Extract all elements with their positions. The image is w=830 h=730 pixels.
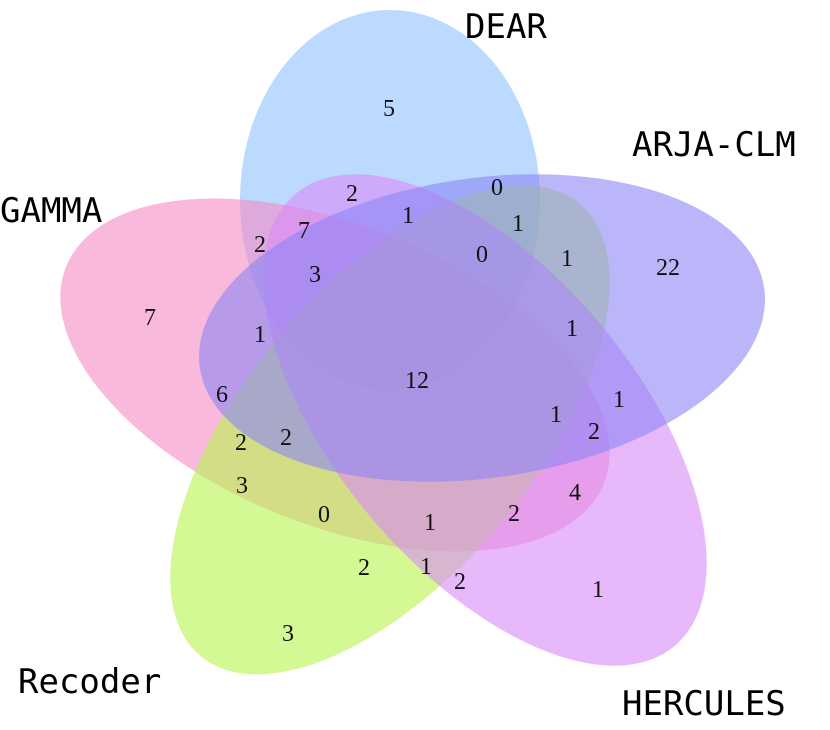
region-count: 2: [508, 501, 520, 527]
region-count: 2: [588, 419, 600, 445]
region-count: 3: [309, 262, 321, 288]
region-count: 2: [280, 425, 292, 451]
region-count: 1: [512, 211, 524, 237]
region-count: 0: [318, 502, 330, 528]
region-count: 1: [566, 316, 578, 342]
set-label-recoder: Recoder: [18, 662, 161, 702]
region-count: 1: [561, 246, 573, 272]
region-count: 2: [254, 232, 266, 258]
region-count: 7: [144, 305, 156, 331]
region-count: 3: [282, 621, 294, 647]
set-label-hercules: HERCULES: [622, 684, 786, 724]
set-label-gamma: GAMMA: [0, 191, 102, 231]
region-count: 1: [254, 322, 266, 348]
region-count: 2: [358, 555, 370, 581]
region-count: 22: [656, 255, 680, 281]
region-count: 2: [235, 430, 247, 456]
region-counts: 5 22 1 3 7 2 0 1 1 0 1 2 7 3 1 12 1 6 1 …: [144, 96, 680, 647]
set-label-dear: DEAR: [465, 7, 547, 47]
region-count: 1: [592, 577, 604, 603]
region-count: 0: [491, 175, 503, 201]
region-count: 6: [216, 382, 228, 408]
region-count: 12: [405, 368, 429, 394]
region-count: 1: [402, 203, 414, 229]
region-count: 0: [476, 242, 488, 268]
region-count: 1: [550, 402, 562, 428]
region-count: 2: [454, 569, 466, 595]
region-count: 1: [424, 510, 436, 536]
region-count: 1: [613, 387, 625, 413]
set-label-arja-clm: ARJA-CLM: [632, 125, 796, 165]
region-count: 2: [346, 181, 358, 207]
region-count: 1: [420, 554, 432, 580]
region-count: 5: [383, 96, 395, 122]
region-count: 4: [569, 480, 581, 506]
ellipse-arja-clm: [199, 174, 765, 482]
region-count: 7: [298, 218, 310, 244]
region-count: 3: [236, 473, 248, 499]
